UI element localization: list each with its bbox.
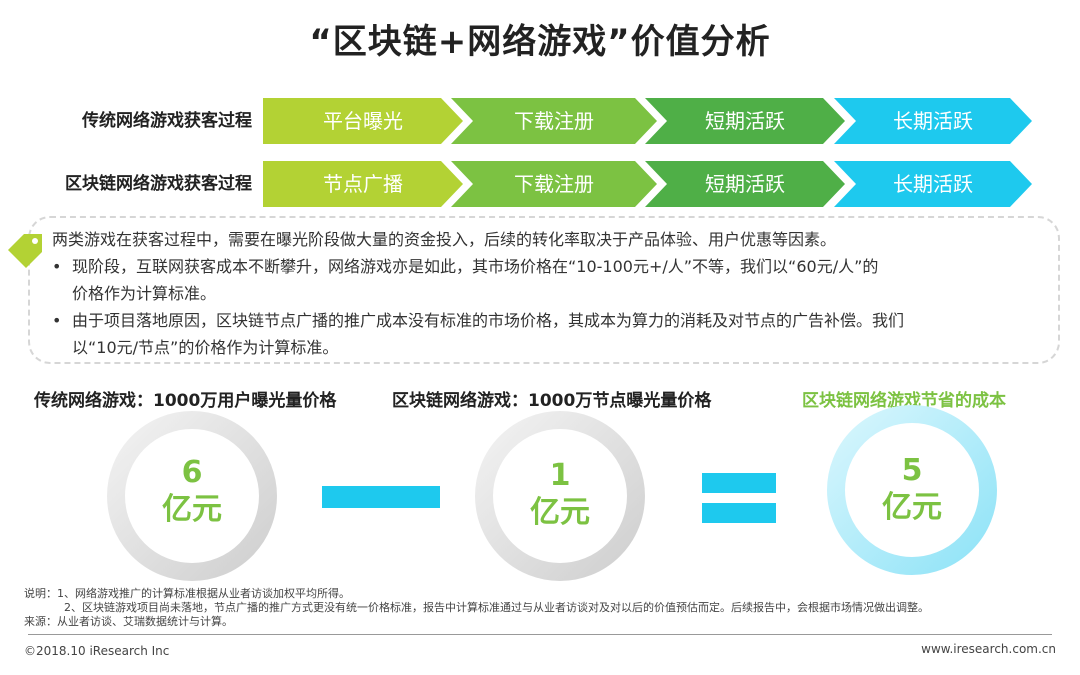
notes-intro: 两类游戏在获客过程中，需要在曝光阶段做大量的资金投入，后续的转化率取决于产品体验…	[52, 230, 837, 249]
flow-step-long-active: 长期活跃	[834, 98, 1032, 144]
footnote-line2: 2、区块链游戏项目尚未落地，节点广播的推广方式更没有统一价格标准，报告中计算标准…	[64, 601, 929, 614]
traditional-flow-row: 传统网络游戏获客过程 平台曝光 下载注册 短期活跃 长期活跃	[0, 98, 1080, 144]
website-link[interactable]: www.iresearch.com.cn	[921, 642, 1056, 656]
minus-sign	[322, 486, 440, 508]
traditional-flow-label: 传统网络游戏获客过程	[82, 111, 252, 131]
flow-step-exposure: 平台曝光	[263, 98, 463, 144]
blockchain-flow-label: 区块链网络游戏获客过程	[65, 174, 252, 194]
traditional-cost-label: 传统网络游戏：1000万用户曝光量价格	[34, 391, 337, 411]
saving-cost-label: 区块链网络游戏节省的成本	[802, 391, 1006, 411]
blockchain-value: 1 亿元	[530, 458, 590, 530]
traditional-ring	[107, 411, 277, 581]
tag-icon	[8, 234, 42, 268]
blockchain-flow-row: 区块链网络游戏获客过程 节点广播 下载注册 短期活跃 长期活跃	[0, 161, 1080, 207]
traditional-value: 6 亿元	[162, 455, 222, 527]
bullet-icon: •	[52, 257, 62, 276]
flow-step-short-active: 短期活跃	[645, 161, 845, 207]
flow-step-short-active: 短期活跃	[645, 98, 845, 144]
blockchain-cost-label: 区块链网络游戏：1000万节点曝光量价格	[392, 391, 712, 411]
page-title: “区块链+网络游戏”价值分析	[309, 22, 771, 62]
flow-step-register: 下载注册	[451, 98, 657, 144]
notes-point2-line1: 由于项目落地原因，区块链节点广播的推广成本没有标准的市场价格，其成本为算力的消耗…	[72, 311, 905, 330]
bullet-icon: •	[52, 311, 62, 330]
equals-sign-top	[702, 473, 776, 493]
notes-point1-line1: 现阶段，互联网获客成本不断攀升，网络游戏亦是如此，其市场价格在“10-100元+…	[72, 257, 879, 276]
notes-point1-line2: 价格作为计算标准。	[72, 284, 217, 303]
footnote-line1: 说明：1、网络游戏推广的计算标准根据从业者访谈加权平均所得。	[24, 587, 350, 600]
saving-ring	[827, 405, 997, 575]
footer-divider	[28, 634, 1052, 635]
notes-point2-line2: 以“10元/节点”的价格作为计算标准。	[72, 338, 339, 357]
saving-value: 5 亿元	[882, 453, 942, 525]
flow-step-long-active: 长期活跃	[834, 161, 1032, 207]
copyright: ©2018.10 iResearch Inc	[24, 644, 170, 658]
flow-step-register: 下载注册	[451, 161, 657, 207]
footnote-source: 来源：从业者访谈、艾瑞数据统计与计算。	[24, 615, 233, 628]
flow-step-node-broadcast: 节点广播	[263, 161, 463, 207]
equals-sign-bottom	[702, 503, 776, 523]
notes-box	[28, 216, 1060, 364]
blockchain-ring	[475, 411, 645, 581]
